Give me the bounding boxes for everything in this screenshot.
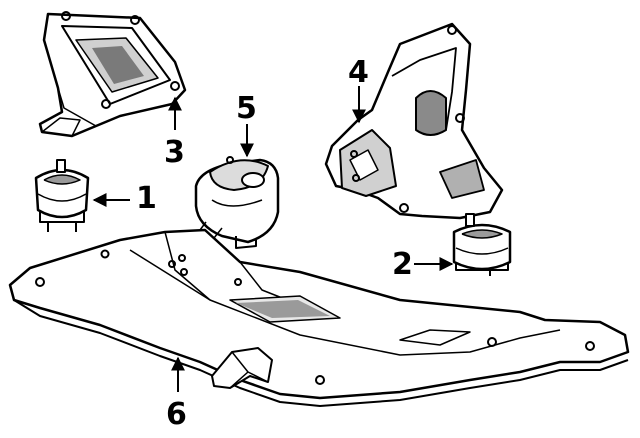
callout-label-1: 1	[136, 181, 157, 216]
center-mount-part	[194, 156, 280, 249]
callout-label-2: 2	[392, 247, 413, 282]
callout-label-3: 3	[164, 135, 185, 170]
callout-label-4: 4	[348, 55, 369, 90]
callout-label-5: 5	[236, 91, 257, 126]
left-engine-mount-part	[34, 159, 90, 232]
crossmember-part	[8, 228, 630, 407]
callout-labels: 1 2 3 4 5 6	[136, 55, 413, 432]
right-mount-bracket-part	[324, 22, 504, 220]
callout-arrows	[92, 86, 454, 392]
callout-label-6: 6	[166, 397, 187, 432]
upper-mount-bracket-part	[38, 11, 187, 138]
right-engine-mount-part	[452, 213, 512, 276]
